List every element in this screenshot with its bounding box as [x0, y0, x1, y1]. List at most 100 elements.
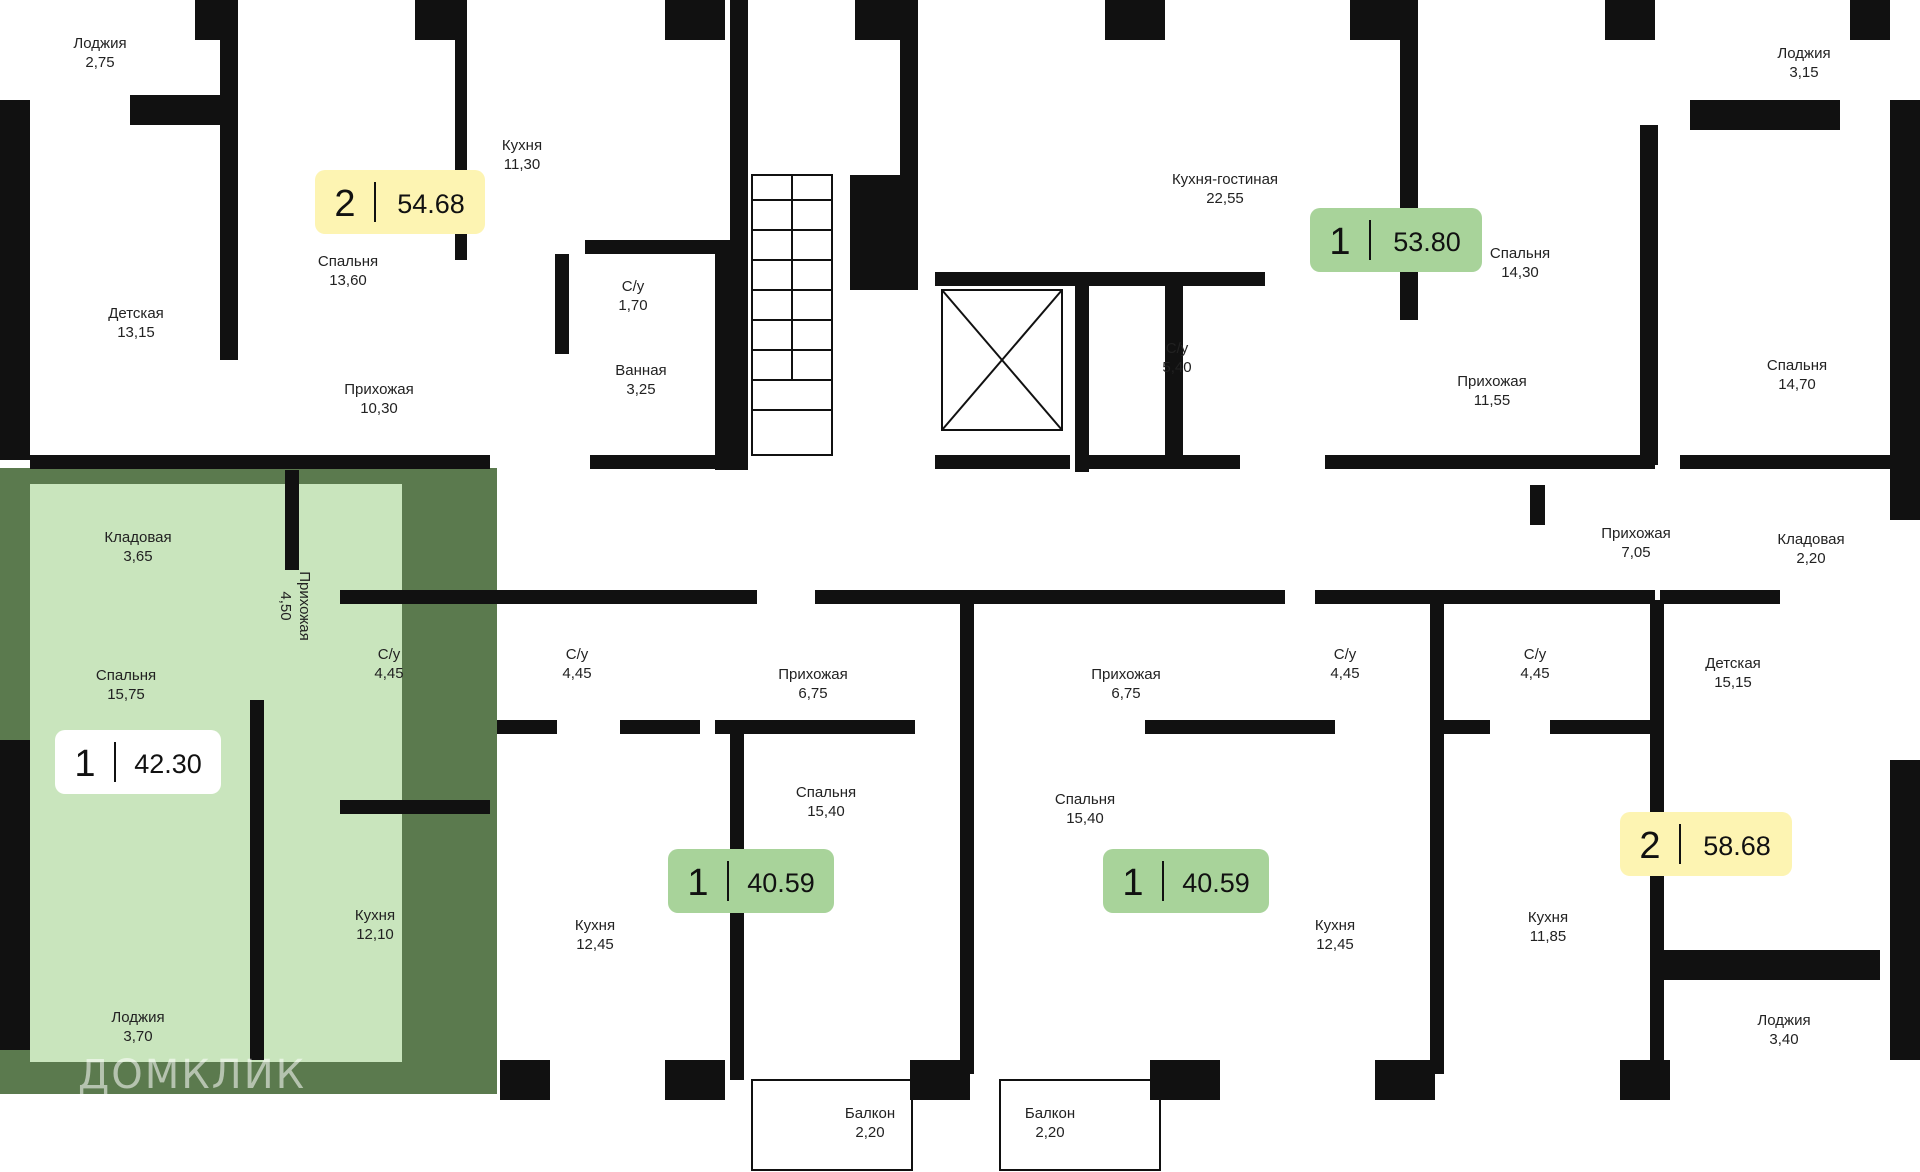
room-area: 22,55 [1206, 190, 1244, 207]
room-label: Спальня 13,60 [318, 253, 378, 289]
room-label: Спальня 14,70 [1767, 357, 1827, 393]
room-area: 11,85 [1530, 928, 1566, 945]
room-area: 3,70 [123, 1028, 152, 1045]
badge-area: 54.68 [397, 189, 465, 219]
room-area: 12,45 [1316, 936, 1354, 953]
room-area: 2,75 [85, 54, 114, 71]
walls [0, 0, 1920, 1100]
badge-rooms: 1 [1329, 221, 1350, 263]
room-label: Кухня-гостиная 22,55 [1172, 171, 1278, 207]
room-name: Лоджия [1757, 1012, 1810, 1029]
badge-area: 40.59 [747, 868, 815, 898]
badge-area: 53.80 [1393, 227, 1461, 257]
apartment-badge[interactable]: 1 53.80 [1310, 208, 1482, 272]
room-name: С/у [1166, 340, 1189, 357]
badge-area: 42.30 [134, 749, 202, 779]
room-area: 12,45 [576, 936, 614, 953]
room-label: Лоджия 3,15 [1777, 45, 1830, 81]
room-label: С/у 4,45 [1520, 646, 1549, 682]
room-label: Лоджия 2,75 [73, 35, 126, 71]
room-area: 3,15 [1789, 64, 1818, 81]
room-label: Балкон 2,20 [845, 1105, 895, 1141]
room-area: 4,45 [1520, 665, 1549, 682]
room-name: Спальня [318, 253, 378, 270]
badge-rooms: 2 [1639, 825, 1660, 867]
room-area: 15,40 [1066, 810, 1104, 827]
room-name: Лоджия [1777, 45, 1830, 62]
room-name: Спальня [796, 784, 856, 801]
room-name: С/у [1524, 646, 1547, 663]
room-name: Кухня [355, 907, 395, 924]
apartment-badge[interactable]: 1 40.59 [668, 849, 834, 913]
room-area: 2,20 [1796, 550, 1825, 567]
room-name: Балкон [845, 1105, 895, 1122]
room-area: 10,30 [360, 400, 398, 417]
balconies [751, 1079, 1161, 1171]
badge-rooms: 1 [1122, 862, 1143, 904]
apartment-badge[interactable]: 1 42.30 [55, 730, 221, 794]
room-name: Кухня [575, 917, 615, 934]
room-area: 6,75 [798, 685, 827, 702]
room-name: Кухня [1528, 909, 1568, 926]
room-area: 2,20 [1035, 1124, 1064, 1141]
room-area: 13,15 [117, 324, 155, 341]
apartment-badge[interactable]: 1 40.59 [1103, 849, 1269, 913]
room-area: 11,30 [504, 156, 540, 173]
room-name: С/у [622, 278, 645, 295]
room-area: 3,65 [123, 548, 152, 565]
room-area: 5,40 [1162, 359, 1191, 376]
room-name: Спальня [1767, 357, 1827, 374]
room-name: Лоджия [73, 35, 126, 52]
apartment-badge[interactable]: 2 58.68 [1620, 812, 1792, 876]
room-name: Прихожая [778, 666, 848, 683]
room-name: Кладовая [104, 529, 171, 546]
room-name: Ванная [615, 362, 666, 379]
room-area: 6,75 [1111, 685, 1140, 702]
room-label: Кухня 11,85 [1528, 909, 1568, 945]
room-area: 4,45 [562, 665, 591, 682]
room-area: 1,70 [618, 297, 647, 314]
room-label: С/у 5,40 [1162, 340, 1191, 376]
room-label: Прихожая 6,75 [778, 666, 848, 702]
badge-area: 58.68 [1703, 831, 1771, 861]
apartment-badge[interactable]: 2 54.68 [315, 170, 485, 234]
room-name: Детская [1705, 655, 1761, 672]
room-label: Кладовая 2,20 [1777, 531, 1844, 567]
room-area: 4,50 [277, 591, 294, 620]
badge-area: 40.59 [1182, 868, 1250, 898]
room-name: Спальня [1490, 245, 1550, 262]
room-name: Кладовая [1777, 531, 1844, 548]
room-area: 15,15 [1714, 674, 1752, 691]
room-name: Кухня [1315, 917, 1355, 934]
room-area: 15,40 [807, 803, 845, 820]
room-label: Кладовая 3,65 [104, 529, 171, 565]
room-area: 11,55 [1474, 392, 1510, 409]
badge-rooms: 2 [334, 183, 355, 225]
room-name: С/у [566, 646, 589, 663]
room-label: Кухня 12,45 [1315, 917, 1355, 953]
room-name: Кухня-гостиная [1172, 171, 1278, 188]
room-area: 2,20 [855, 1124, 884, 1141]
room-area: 7,05 [1621, 544, 1650, 561]
watermark: ДОМКЛИК [78, 1052, 307, 1098]
room-area: 14,70 [1778, 376, 1816, 393]
room-label: Кухня 11,30 [502, 137, 542, 173]
room-name: Кухня [502, 137, 542, 154]
room-name: С/у [378, 646, 401, 663]
badge-rooms: 1 [687, 862, 708, 904]
room-area: 13,60 [329, 272, 367, 289]
room-name: Прихожая [1601, 525, 1671, 542]
room-label: С/у 4,45 [562, 646, 591, 682]
